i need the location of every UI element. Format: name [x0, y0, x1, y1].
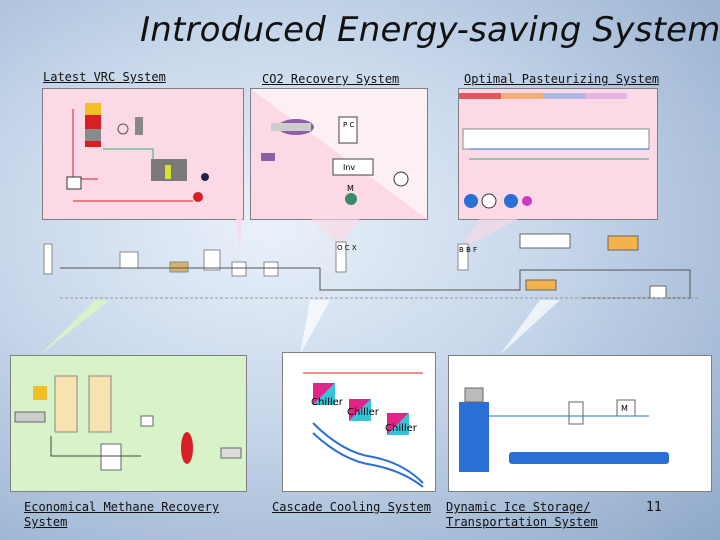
vrc-box-icon [66, 176, 82, 190]
vrc-red-valve-icon [193, 192, 203, 202]
slide-title: Introduced Energy-saving Systems [140, 10, 720, 50]
equip-ocx [335, 241, 347, 273]
methane-gasholder [100, 443, 122, 471]
callout-ice [500, 300, 560, 355]
bbf-text: B B F [459, 246, 477, 254]
vrc-valve-icon [135, 117, 143, 135]
past-pump-1 [464, 194, 478, 208]
pasteurizing-diagram [459, 93, 650, 209]
past-pump-3 [504, 194, 518, 208]
equip-tank-1 [119, 251, 139, 269]
co2-motor-text: M [347, 184, 354, 193]
methane-box-icon [140, 415, 154, 427]
equip-filler [607, 235, 639, 251]
ice-storage-tank [459, 402, 489, 472]
label-methane-line2: System [24, 515, 68, 529]
co2-motor-icon [345, 193, 357, 205]
vrc-panel [42, 88, 244, 220]
callout-vrc [236, 218, 242, 250]
past-zone-1 [459, 93, 501, 99]
main-process-pipe [60, 267, 691, 299]
past-zone-4 [585, 93, 627, 99]
co2-compressor-icon [393, 171, 409, 187]
methane-arrow-icon [33, 386, 47, 400]
label-cascade: Cascade Cooling System [272, 500, 431, 514]
equip-tank-2 [203, 249, 221, 271]
vrc-pump-icon [117, 123, 129, 135]
equip-silo [43, 243, 53, 275]
methane-tank-icon [220, 447, 242, 459]
callout-co2 [310, 218, 360, 248]
chiller-1-label: Chiller [311, 397, 344, 408]
ocx-text: O C X [337, 244, 357, 252]
label-pasteurizing: Optimal Pasteurizing System [464, 72, 660, 86]
ice-transport-pipe [509, 452, 669, 464]
co2-inv-text: Inv [343, 163, 355, 172]
co2-pc-text: P C [343, 121, 354, 129]
co2-tank-coil [271, 123, 311, 131]
equip-bottle-washer [519, 233, 571, 249]
methane-boiler-icon [181, 432, 193, 464]
vrc-kettle-marker [165, 165, 171, 179]
co2-pc-box [338, 116, 358, 144]
co2-inv-box [332, 158, 374, 176]
pasteurizing-panel [458, 88, 658, 220]
co2-arrow-icon [261, 153, 275, 161]
equip-pallet [649, 285, 667, 299]
vrc-dot-icon [201, 173, 209, 181]
methane-pump-icon [14, 411, 46, 423]
methane-reactor-1 [54, 375, 78, 433]
equip-kettle [231, 261, 247, 277]
ice-diagram: M [459, 387, 669, 472]
ice-panel: M [448, 355, 712, 492]
vrc-column-gray [85, 129, 101, 141]
label-methane-line1: Economical Methane Recovery [24, 500, 220, 514]
equip-pack [525, 279, 557, 291]
label-ice-line2: Transportation System [446, 515, 598, 529]
chiller-1-cyan [313, 383, 335, 405]
cascade-diagram: Chiller Chiller Chiller [303, 372, 424, 488]
chiller-3-cyan [387, 413, 409, 435]
co2-diagram: P C Inv M [251, 89, 427, 219]
ice-motor-text: M [621, 404, 628, 413]
vrc-column-yellow [85, 103, 101, 115]
page-number: 11 [646, 500, 662, 515]
past-zone-2 [501, 93, 543, 99]
ice-tank-motor [464, 387, 484, 403]
methane-reactor-2 [88, 375, 112, 433]
cascade-water-line-2 [312, 432, 424, 488]
past-valve-icon [522, 196, 532, 206]
cascade-panel: Chiller Chiller Chiller [282, 352, 436, 492]
callout-methane [40, 300, 110, 355]
co2-panel: P C Inv M [250, 88, 428, 220]
chiller-2-cyan [349, 399, 371, 421]
equip-mash [169, 261, 189, 273]
vrc-diagram [66, 103, 209, 202]
label-vrc-system: Latest VRC System [43, 70, 166, 84]
callout-cascade [300, 300, 330, 355]
cascade-water-line-1 [312, 422, 424, 484]
past-zone-3 [543, 93, 585, 99]
equip-bbf [457, 243, 469, 271]
chiller-3-label: Chiller [385, 423, 418, 434]
chiller-2-label: Chiller [347, 407, 380, 418]
methane-panel [10, 355, 247, 492]
ice-exchanger [568, 401, 584, 425]
equip-whirlpool [263, 261, 279, 277]
label-ice-line1: Dynamic Ice Storage/ [446, 500, 591, 514]
label-co2-recovery: CO2 Recovery System [262, 72, 400, 86]
methane-diagram [14, 375, 242, 471]
methane-pipe [50, 436, 141, 457]
past-pump-2 [481, 193, 497, 209]
callout-past [460, 218, 520, 250]
